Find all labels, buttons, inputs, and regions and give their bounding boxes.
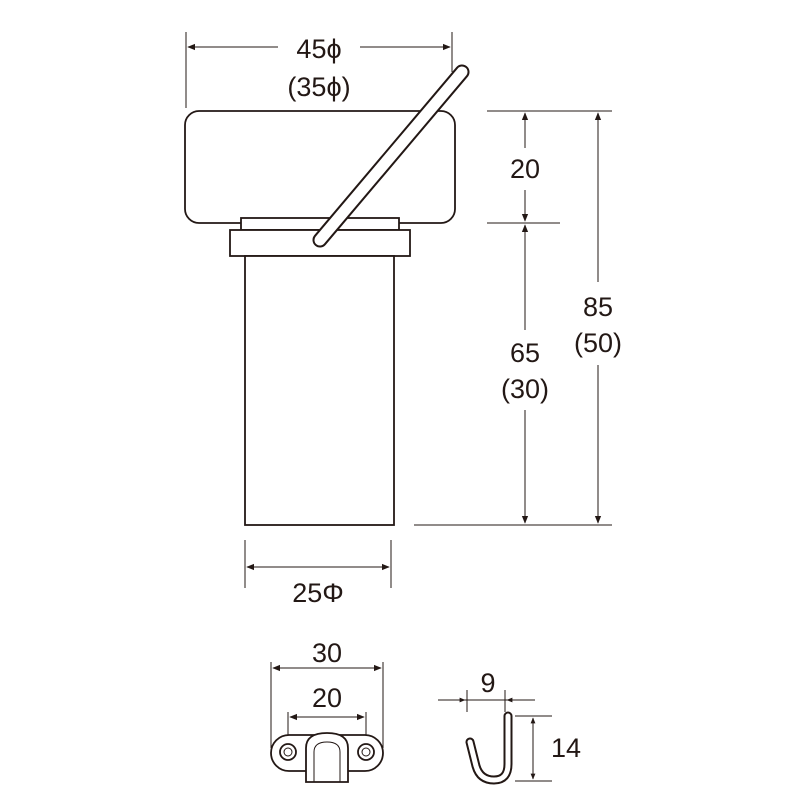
top-width-label: 45ϕ [296, 34, 341, 64]
top-width-alt-label: (35ϕ) [287, 72, 350, 102]
hook-height-label: 14 [551, 733, 581, 763]
cap-lower-rim [240, 217, 400, 231]
lever-rod-fill [314, 66, 468, 246]
total-height-alt-label: (50) [574, 328, 622, 358]
hook-fill [467, 713, 511, 783]
bracket-center-boss [305, 732, 349, 783]
stem-height-alt-label: (30) [501, 374, 549, 404]
stem [244, 255, 395, 526]
bracket-hole-spacing-label: 20 [312, 683, 342, 713]
bracket-hole-left [279, 743, 297, 761]
main-view: 45ϕ (35ϕ) 20 65 (30) 85 (50) 25Φ [184, 32, 622, 608]
hook-width-label: 9 [480, 668, 495, 698]
stem-height-label: 65 [510, 338, 540, 368]
hook-view: 9 14 [438, 668, 581, 785]
bracket-hole-left-inner [283, 747, 293, 757]
bracket-outer-width-label: 30 [312, 638, 342, 668]
bracket-center-boss-inner [313, 741, 341, 782]
cap-height-label: 20 [510, 154, 540, 184]
bracket-hole-right-inner [361, 747, 371, 757]
bracket-hole-right [357, 743, 375, 761]
total-height-label: 85 [583, 292, 613, 322]
bracket-view: 30 20 [270, 638, 384, 783]
stem-diameter-label: 25Φ [292, 578, 344, 608]
